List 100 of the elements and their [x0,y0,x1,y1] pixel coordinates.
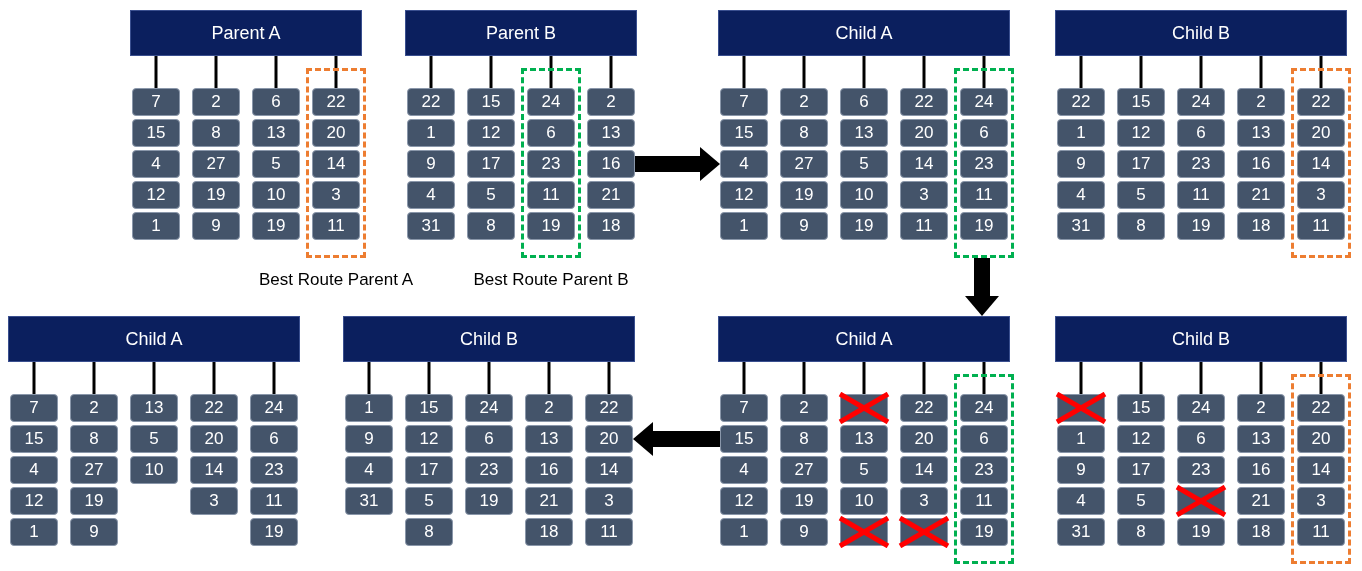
number-tile: 8 [1117,518,1165,546]
number-tile: 15 [1117,394,1165,422]
number-tile: 2 [70,394,118,422]
connector-line [272,362,276,394]
number-tile: 3 [585,487,633,515]
number-tile: 12 [405,425,453,453]
number-tile: 20 [1297,119,1345,147]
number-tile: 20 [900,425,948,453]
number-tile: 1 [720,518,768,546]
number-tile: 13 [840,119,888,147]
dashed-highlight-frame [521,68,581,258]
number-tile: 1 [720,212,768,240]
number-tile: 24 [527,88,575,116]
number-tile: 4 [132,150,180,178]
number-tile: 4 [720,150,768,178]
number-tile: 11 [960,487,1008,515]
number-tile: 14 [900,150,948,178]
number-tile: 9 [70,518,118,546]
dashed-highlight-frame [306,68,366,258]
number-tile: 22 [190,394,238,422]
number-tile: 9 [1057,150,1105,178]
number-tile: 2 [780,394,828,422]
number-tile: 19 [465,487,513,515]
number-tile: 16 [1237,150,1285,178]
number-tile: 1 [10,518,58,546]
block-arrow [633,422,720,456]
number-tile: 4 [345,456,393,484]
connector-line [1259,56,1263,88]
number-tile: 20 [312,119,360,147]
number-tile: 6 [1177,425,1225,453]
number-tile: 23 [960,456,1008,484]
number-tile: 3 [312,181,360,209]
number-tile: 8 [780,119,828,147]
number-tile: 8 [192,119,240,147]
number-tile: 11 [960,181,1008,209]
number-tile: 14 [585,456,633,484]
connector-line [1199,362,1203,394]
number-tile: 20 [190,425,238,453]
number-tile: 14 [312,150,360,178]
number-tile: 7 [720,88,768,116]
number-tile: 3 [1297,487,1345,515]
header-bar: Parent A [130,10,362,56]
number-tile: 19 [780,487,828,515]
connector-line [742,56,746,88]
number-tile: 21 [1237,181,1285,209]
connector-line [154,56,158,88]
number-tile: 22 [1297,394,1345,422]
connector-line [1079,56,1083,88]
connector-line [1139,56,1143,88]
number-tile: 4 [1057,181,1105,209]
connector-line [1259,362,1263,394]
number-tile: 8 [467,212,515,240]
number-tile: 1 [345,394,393,422]
number-tile: 31 [407,212,455,240]
number-tile: 22 [312,88,360,116]
dashed-highlight-frame [1291,68,1351,258]
number-tile: 31 [1057,518,1105,546]
number-tile: 13 [525,425,573,453]
number-tile: 20 [585,425,633,453]
number-tile: 27 [780,150,828,178]
number-tile: 23 [1177,150,1225,178]
header-bar: Child A [718,316,1010,362]
number-tile: 4 [720,456,768,484]
number-tile: 15 [720,425,768,453]
number-tile: 23 [1177,456,1225,484]
number-tile: 13 [1237,119,1285,147]
number-tile: 11 [1177,181,1225,209]
connector-line [334,56,338,88]
number-tile: 12 [720,181,768,209]
connector-line [547,362,551,394]
number-tile: 11 [312,212,360,240]
number-tile: 14 [1297,456,1345,484]
number-tile: 18 [587,212,635,240]
number-tile: 27 [192,150,240,178]
connector-line [367,362,371,394]
number-tile: 21 [587,181,635,209]
number-tile: 2 [780,88,828,116]
connector-line [487,362,491,394]
number-tile: 19 [960,518,1008,546]
number-tile: 1 [1057,425,1105,453]
number-tile: 19 [780,181,828,209]
number-tile: 9 [345,425,393,453]
number-tile: 1 [132,212,180,240]
number-tile: 13 [1237,425,1285,453]
number-tile: 14 [190,456,238,484]
number-tile: 24 [1177,394,1225,422]
number-tile: 2 [1237,394,1285,422]
number-tile: 15 [405,394,453,422]
number-tile: 5 [130,425,178,453]
connector-line [862,56,866,88]
number-tile: 7 [132,88,180,116]
number-tile: 9 [407,150,455,178]
number-tile: 24 [465,394,513,422]
header-bar: Child B [1055,316,1347,362]
number-tile: 19 [1177,212,1225,240]
header-bar: Child A [718,10,1010,56]
number-tile: 6 [840,88,888,116]
number-tile: 2 [192,88,240,116]
header-bar: Child A [8,316,300,362]
number-tile: 10 [840,487,888,515]
